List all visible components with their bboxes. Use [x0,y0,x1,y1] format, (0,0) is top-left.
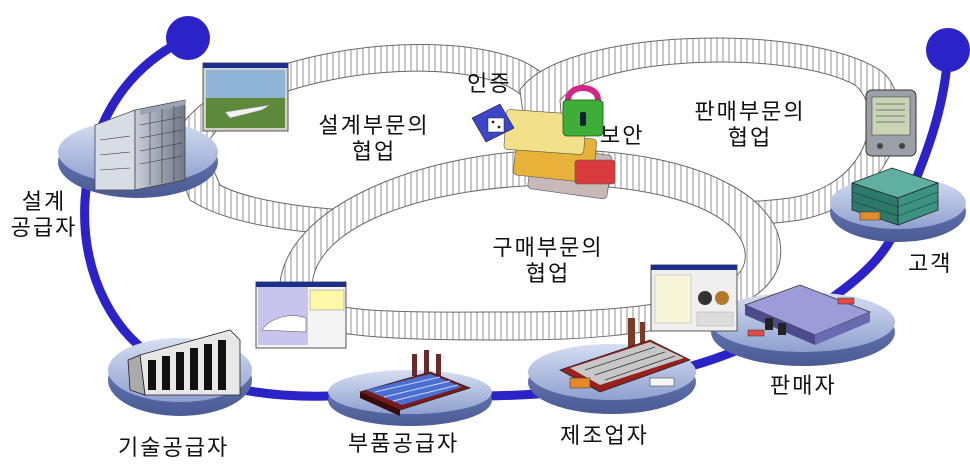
seller-label: 판매자 [770,374,837,399]
auth-label: 인증 [467,72,512,97]
tech-building-icon [127,329,241,396]
office-building-icon [94,99,186,191]
car-design-screenshot [255,281,347,349]
manufacturer-label: 제조업자 [560,424,649,449]
flight-simulation-screenshot [202,62,289,132]
customer-label: 고객 [908,252,953,277]
purchase-collaboration-label: 구매부문의 협업 [492,236,604,288]
design-supplier-label: 설계 공급자 [10,190,78,242]
collaboration-ribbons [169,37,900,341]
pda-icon [865,89,917,157]
lock-icon [562,85,604,137]
chain-start-dot [166,16,210,60]
sales-collaboration-label: 판매부문의 협업 [694,100,806,152]
tech-supplier-label: 기술공급자 [118,436,230,461]
design-collaboration-label: 설계부문의 협업 [318,114,430,166]
parts-factory-icon [358,350,472,416]
auth-key-icon [471,103,515,143]
manufacturer-factory-icon [559,318,692,393]
chain-end-dot [926,28,970,72]
parts-catalog-screenshot [650,264,738,332]
parts-supplier-label: 부품공급자 [348,432,460,457]
customer-building-icon [850,167,940,226]
security-label: 보안 [600,124,645,149]
distribution-center-icon [743,284,872,345]
